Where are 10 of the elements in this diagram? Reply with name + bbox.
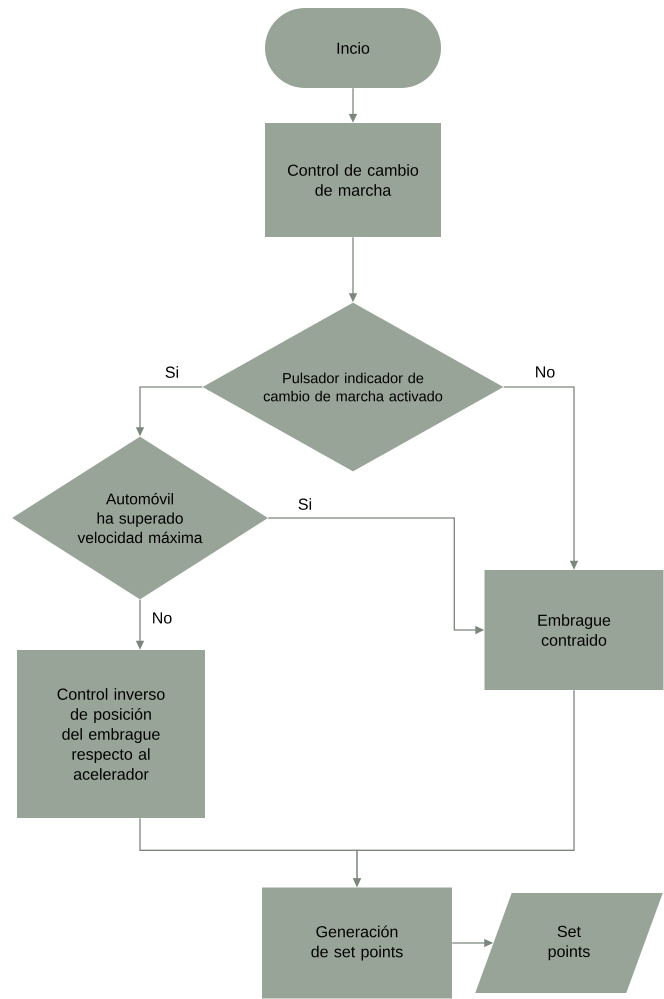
edge-label: No — [150, 611, 174, 625]
process-box: Control inverso de posición del embrague respecto al acelerador — [17, 650, 205, 818]
start-terminal: Incio — [265, 8, 441, 88]
data-parallelogram: Set points — [475, 893, 663, 993]
edge-label: Si — [164, 365, 180, 379]
edge-label: Si — [296, 497, 314, 511]
edge-label: No — [534, 365, 556, 379]
process-box: Control de cambio de marcha — [265, 123, 441, 237]
process-box: Embrague contraido — [484, 570, 664, 690]
process-box: Generación de set points — [262, 888, 452, 998]
